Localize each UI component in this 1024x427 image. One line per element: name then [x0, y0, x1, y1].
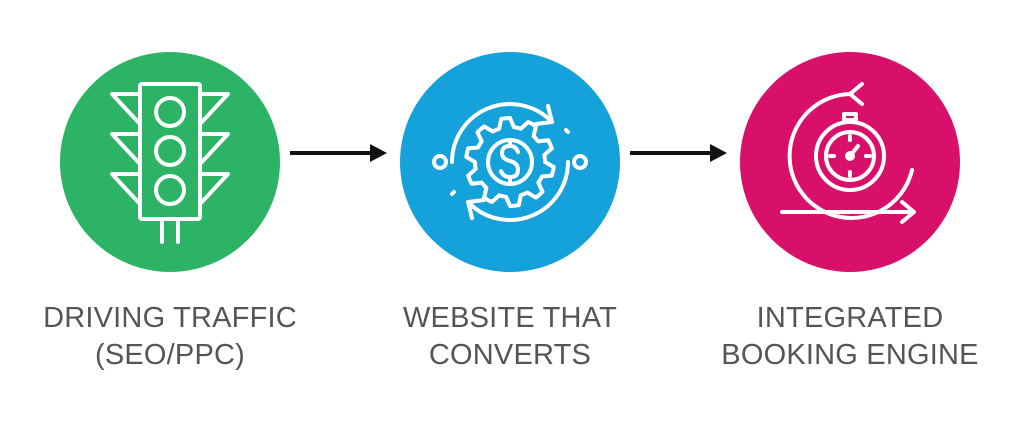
- step-1-circle: [60, 52, 280, 272]
- step-2-circle: [400, 52, 620, 272]
- step-3-label-line-2: BOOKING ENGINE: [721, 339, 979, 371]
- step-1-label-line-2: (SEO/PPC): [94, 339, 246, 371]
- flow-arrow-1: [290, 144, 387, 162]
- flow-arrow-2: [630, 144, 727, 162]
- step-2-label-line-2: CONVERTS: [428, 339, 592, 371]
- step-2-label: WEBSITE THAT CONVERTS: [340, 300, 680, 374]
- step-2-label-line-1: WEBSITE THAT: [402, 302, 617, 334]
- step-1-label: DRIVING TRAFFIC (SEO/PPC): [0, 300, 340, 374]
- stopwatch-cycle-icon: [780, 82, 916, 224]
- step-3-label-line-1: INTEGRATED: [756, 302, 944, 334]
- traffic-light-icon: [110, 82, 230, 244]
- step-3-label: INTEGRATED BOOKING ENGINE: [680, 300, 1020, 374]
- step-3-circle: [740, 52, 960, 272]
- dollar-gear-cycle-icon: [432, 102, 588, 222]
- step-1-label-line-1: DRIVING TRAFFIC: [43, 302, 297, 334]
